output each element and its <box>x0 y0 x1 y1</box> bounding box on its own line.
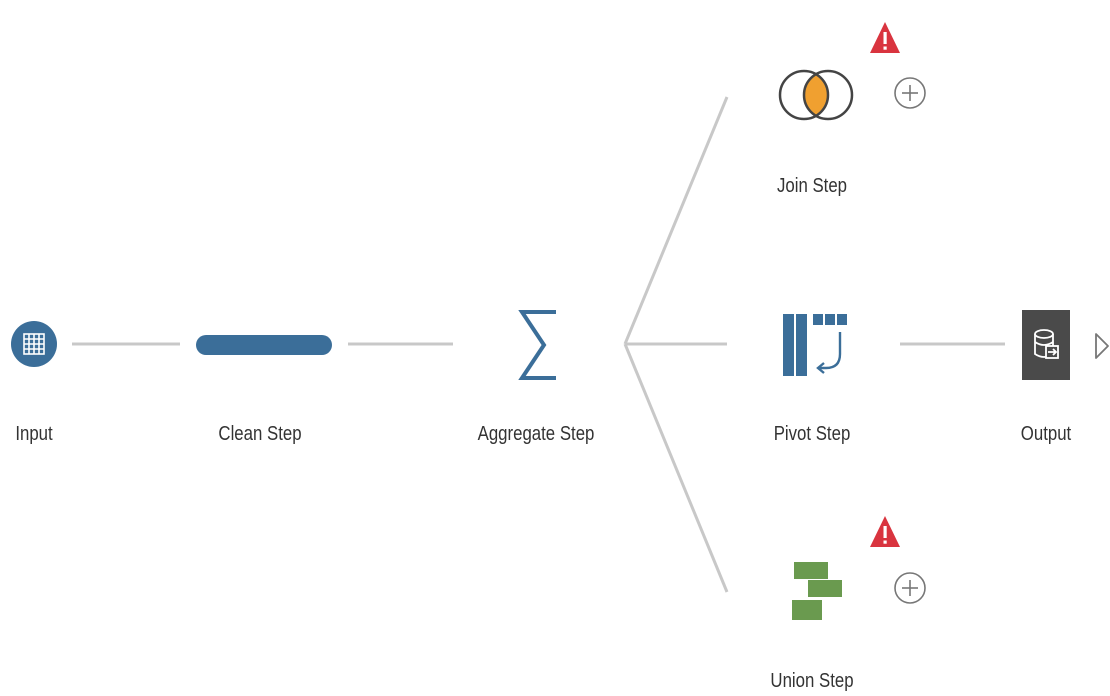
venn-join-icon <box>778 69 854 121</box>
sigma-icon <box>518 310 556 380</box>
node-pivot-step-label: Pivot Step <box>773 423 851 445</box>
union-add-step-button[interactable] <box>893 571 927 610</box>
output-database-icon <box>1022 310 1070 380</box>
join-warning-icon <box>868 20 902 61</box>
connector-aggregate-union <box>623 343 729 593</box>
node-union-step-label: Union Step <box>770 670 854 692</box>
node-output[interactable] <box>1022 310 1070 380</box>
join-add-step-button[interactable] <box>893 76 927 115</box>
node-output-label: Output <box>1020 423 1072 445</box>
node-pivot-step[interactable] <box>780 310 850 380</box>
union-warning-icon <box>868 514 902 555</box>
node-join-step-label: Join Step <box>776 175 848 197</box>
node-aggregate-step-label: Aggregate Step <box>477 423 595 445</box>
output-run-play-icon[interactable] <box>1094 332 1110 365</box>
node-clean-step-label: Clean Step <box>218 423 302 445</box>
union-blocks-icon <box>792 562 842 620</box>
clean-bar-icon <box>196 335 332 355</box>
node-input[interactable] <box>10 320 58 368</box>
node-aggregate-step[interactable] <box>516 306 562 384</box>
node-union-step[interactable] <box>788 560 848 624</box>
node-clean-step[interactable] <box>196 334 332 356</box>
pivot-icon <box>783 314 847 376</box>
node-join-step[interactable] <box>778 58 854 132</box>
table-grid-icon <box>11 321 57 367</box>
connector-aggregate-join <box>623 96 729 345</box>
plus-circle-icon <box>894 572 926 604</box>
node-input-label: Input <box>15 423 53 445</box>
plus-circle-icon <box>894 77 926 109</box>
